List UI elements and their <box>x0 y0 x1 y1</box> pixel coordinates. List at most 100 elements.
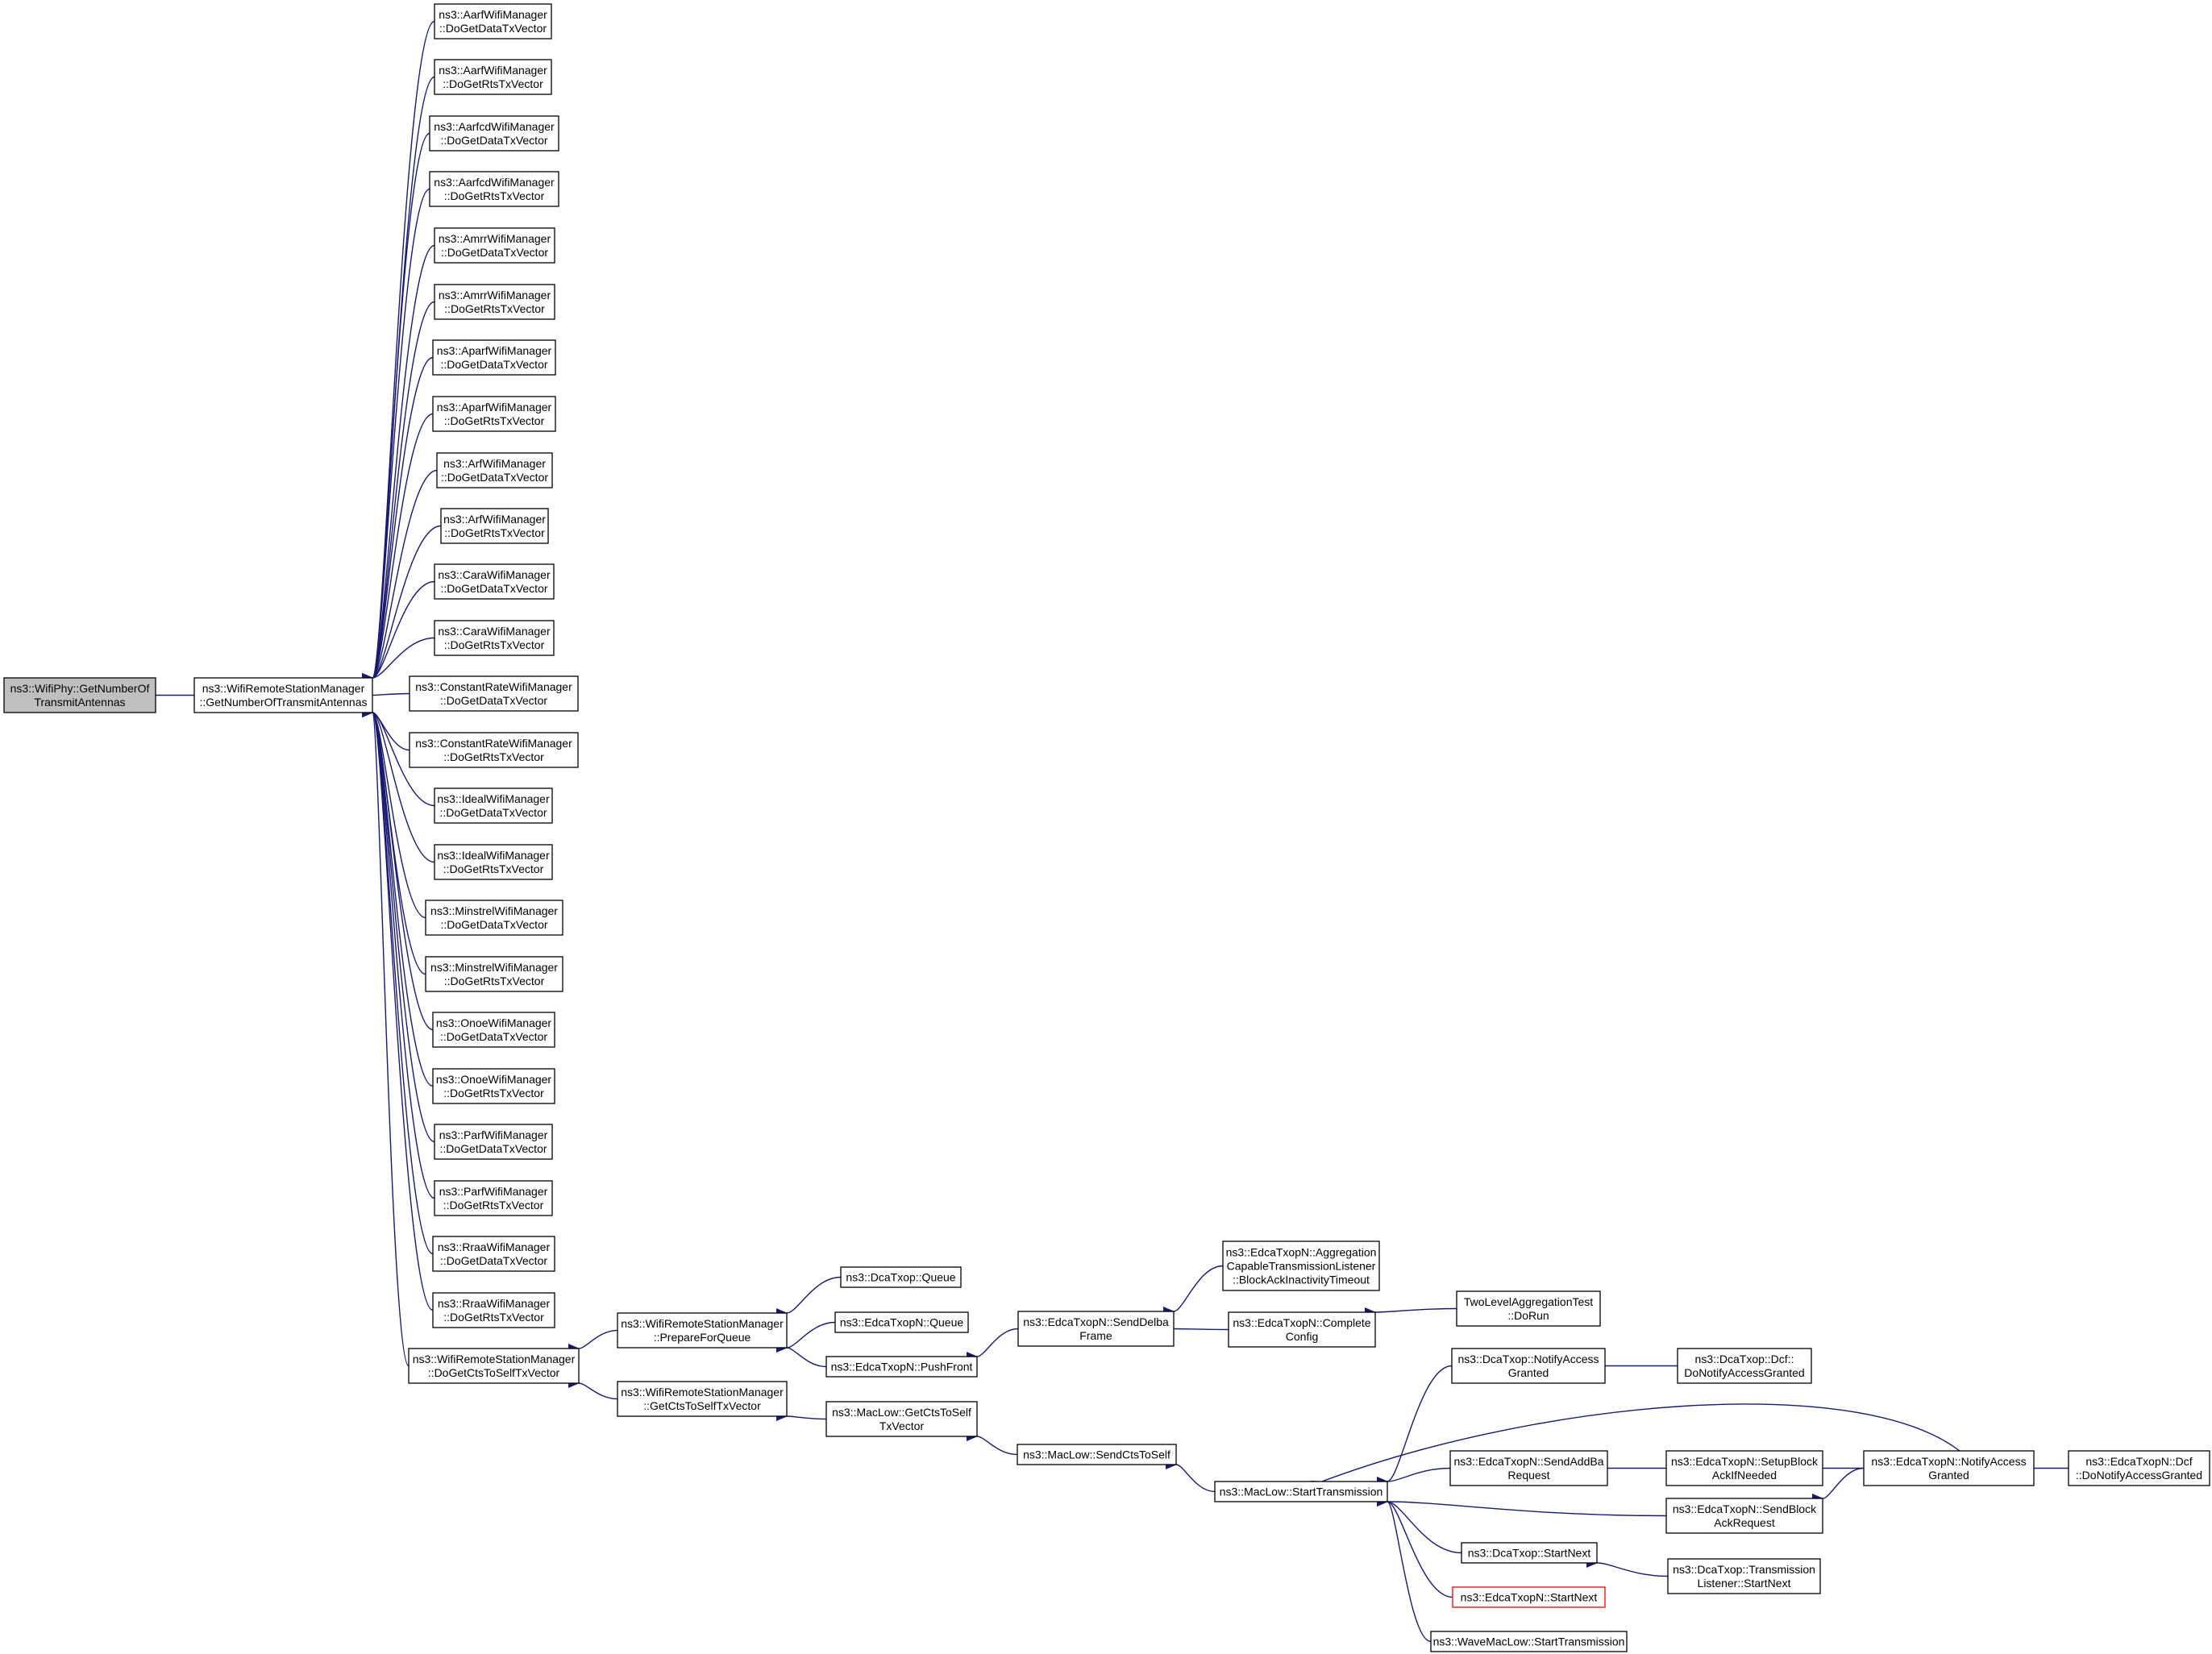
graph-node-aarfcd-rts[interactable]: ns3::AarfcdWifiManager::DoGetRtsTxVector <box>429 171 559 207</box>
node-box <box>425 900 563 936</box>
node-box <box>434 284 555 320</box>
graph-node-amrr-rts[interactable]: ns3::AmrrWifiManager::DoGetRtsTxVector <box>434 284 555 320</box>
node-label-line: ::DoGetRtsTxVector <box>443 750 544 763</box>
graph-node-edca-pushfront[interactable]: ns3::EdcaTxopN::PushFront <box>825 1356 978 1378</box>
call-edge-aarfcd_rts-to-wrsm_getnta <box>361 188 430 684</box>
node-label-line: ::DoGetDataTxVector <box>439 806 547 819</box>
node-label-line: ns3::DcaTxop::NotifyAccess <box>1457 1353 1599 1365</box>
node-box <box>425 956 563 992</box>
node-label-line: ::DoGetRtsTxVector <box>444 638 545 651</box>
graph-node-rraa-rts[interactable]: ns3::RraaWifiManager::DoGetRtsTxVector <box>432 1292 555 1328</box>
graph-node-edca-aggr-timeout[interactable]: ns3::EdcaTxopN::AggregationCapableTransm… <box>1222 1240 1380 1291</box>
node-label-line: ns3::EdcaTxopN::NotifyAccess <box>1871 1455 2026 1468</box>
node-label-line: ns3::WifiRemoteStationManager <box>202 682 365 695</box>
graph-node-onoe-data[interactable]: ns3::OnoeWifiManager::DoGetDataTxVector <box>432 1012 555 1048</box>
node-box <box>436 452 553 488</box>
call-edge-aarf_data-to-wrsm_getnta <box>361 20 435 684</box>
node-label-line: TransmitAntennas <box>34 696 125 709</box>
node-box <box>434 620 555 656</box>
call-edge-edca_sendaddba-to-maclow_start <box>1376 1467 1451 1487</box>
node-label-line: DoNotifyAccessGranted <box>1684 1366 1804 1379</box>
graph-node-wrsm-docts[interactable]: ns3::WifiRemoteStationManager::DoGetCtsT… <box>408 1348 580 1384</box>
node-box <box>825 1356 978 1378</box>
node-label-line: ::DoGetDataTxVector <box>441 246 548 259</box>
call-edge-maclow_sendcts-to-maclow_getcts <box>966 1431 1018 1456</box>
call-edge-dca_translistener-to-dca_startnext <box>1586 1557 1669 1577</box>
call-edge-arf_rts-to-wrsm_getnta <box>361 525 442 684</box>
graph-node-edca-dcf-notify[interactable]: ns3::EdcaTxopN::Dcf::DoNotifyAccessGrant… <box>2068 1450 2210 1486</box>
graph-node-rraa-data[interactable]: ns3::RraaWifiManager::DoGetDataTxVector <box>432 1236 555 1272</box>
graph-node-arf-data[interactable]: ns3::ArfWifiManager::DoGetDataTxVector <box>436 452 553 488</box>
graph-node-amrr-data[interactable]: ns3::AmrrWifiManager::DoGetDataTxVector <box>434 227 555 264</box>
graph-node-aparf-data[interactable]: ns3::AparfWifiManager::DoGetDataTxVector <box>432 339 556 376</box>
graph-node-dca-dcf-notify[interactable]: ns3::DcaTxop::Dcf::DoNotifyAccessGranted <box>1677 1348 1812 1384</box>
node-box <box>825 1401 978 1437</box>
graph-node-cara-rts[interactable]: ns3::CaraWifiManager::DoGetRtsTxVector <box>434 620 555 656</box>
graph-node-cara-data[interactable]: ns3::CaraWifiManager::DoGetDataTxVector <box>434 563 555 600</box>
graph-node-twolevel[interactable]: TwoLevelAggregationTest::DoRun <box>1456 1290 1601 1327</box>
graph-node-const-rts[interactable]: ns3::ConstantRateWifiManager::DoGetRtsTx… <box>409 732 579 768</box>
node-box <box>1228 1311 1376 1348</box>
call-edge-cara_data-to-wrsm_getnta <box>361 580 435 684</box>
graph-node-aarfcd-data[interactable]: ns3::AarfcdWifiManager::DoGetDataTxVecto… <box>429 115 559 152</box>
graph-node-dca-startnext[interactable]: ns3::DcaTxop::StartNext <box>1461 1542 1598 1564</box>
graph-node-dca-notify[interactable]: ns3::DcaTxop::NotifyAccessGranted <box>1451 1348 1606 1384</box>
call-edge-rraa_rts-to-wrsm_getnta <box>361 707 434 1311</box>
node-label-line: ns3::WaveMacLow::StartTransmission <box>1433 1635 1625 1648</box>
call-edge-const_data-to-wrsm_getnta <box>361 690 410 700</box>
node-label-line: ns3::MinstrelWifiManager <box>430 904 558 917</box>
node-label-line: ::DoGetDataTxVector <box>440 582 547 595</box>
node-box <box>1665 1498 1823 1534</box>
node-box <box>429 115 559 152</box>
node-label-line: ns3::EdcaTxopN::SetupBlock <box>1671 1455 1819 1468</box>
node-label-line: CapableTransmissionListener <box>1227 1260 1376 1273</box>
call-edge-wrsm_getcts-to-wrsm_docts <box>568 1378 618 1400</box>
node-box <box>3 677 156 713</box>
graph-node-wave-start[interactable]: ns3::WaveMacLow::StartTransmission <box>1430 1631 1628 1652</box>
node-label-line: ::DoGetDataTxVector <box>440 358 547 371</box>
graph-node-edca-startnext[interactable]: ns3::EdcaTxopN::StartNext <box>1452 1586 1606 1608</box>
graph-node-aparf-rts[interactable]: ns3::AparfWifiManager::DoGetRtsTxVector <box>432 396 556 432</box>
graph-node-aarf-rts[interactable]: ns3::AarfWifiManager::DoGetRtsTxVector <box>434 59 552 95</box>
node-box <box>408 1348 580 1384</box>
node-label-line: ns3::EdcaTxopN::SendDelba <box>1023 1315 1169 1328</box>
graph-node-wrsm-getcts[interactable]: ns3::WifiRemoteStationManager::GetCtsToS… <box>617 1381 788 1417</box>
call-edge-ideal_data-to-wrsm_getnta <box>361 707 435 807</box>
graph-node-edca-queue[interactable]: ns3::EdcaTxopN::Queue <box>834 1311 969 1333</box>
graph-node-dca-translistener[interactable]: ns3::DcaTxop::TransmissionListener::Star… <box>1667 1558 1821 1594</box>
node-label-line: TxVector <box>879 1419 925 1432</box>
graph-node-maclow-getcts[interactable]: ns3::MacLow::GetCtsToSelfTxVector <box>825 1401 978 1437</box>
graph-node-const-data[interactable]: ns3::ConstantRateWifiManager::DoGetDataT… <box>409 675 579 712</box>
graph-node-root[interactable]: ns3::WifiPhy::GetNumberOfTransmitAntenna… <box>3 677 156 713</box>
graph-node-maclow-start[interactable]: ns3::MacLow::StartTransmission <box>1214 1481 1388 1502</box>
graph-node-arf-rts[interactable]: ns3::ArfWifiManager::DoGetRtsTxVector <box>440 508 549 544</box>
graph-node-onoe-rts[interactable]: ns3::OnoeWifiManager::DoGetRtsTxVector <box>432 1068 555 1104</box>
call-edge-dca_queue-to-wrsm_prepare <box>775 1276 842 1319</box>
graph-node-minstrel-rts[interactable]: ns3::MinstrelWifiManager::DoGetRtsTxVect… <box>425 956 563 992</box>
graph-node-dca-queue[interactable]: ns3::DcaTxop::Queue <box>840 1266 962 1288</box>
graph-node-maclow-sendcts[interactable]: ns3::MacLow::SendCtsToSelf <box>1017 1444 1177 1465</box>
graph-node-ideal-rts[interactable]: ns3::IdealWifiManager::DoGetRtsTxVector <box>434 844 553 880</box>
graph-node-parf-data[interactable]: ns3::ParfWifiManager::DoGetDataTxVector <box>434 1124 553 1160</box>
node-label-line: ns3::AmrrWifiManager <box>439 232 551 245</box>
graph-node-aarf-data[interactable]: ns3::AarfWifiManager::DoGetDataTxVector <box>434 3 552 39</box>
graph-node-wrsm-prepare[interactable]: ns3::WifiRemoteStationManager::PrepareFo… <box>617 1312 788 1349</box>
graph-node-minstrel-data[interactable]: ns3::MinstrelWifiManager::DoGetDataTxVec… <box>425 900 563 936</box>
graph-node-edca-notify[interactable]: ns3::EdcaTxopN::NotifyAccessGranted <box>1863 1450 2035 1486</box>
node-label-line: ::DoGetRtsTxVector <box>444 975 545 987</box>
node-box <box>432 339 556 376</box>
call-edge-aparf_data-to-wrsm_getnta <box>361 356 434 684</box>
graph-node-wrsm-getnta[interactable]: ns3::WifiRemoteStationManager::GetNumber… <box>193 677 373 713</box>
graph-node-ideal-data[interactable]: ns3::IdealWifiManager::DoGetDataTxVector <box>434 788 553 824</box>
node-label-line: Frame <box>1079 1329 1112 1342</box>
node-box <box>434 3 552 39</box>
node-box <box>409 675 579 712</box>
graph-node-parf-rts[interactable]: ns3::ParfWifiManager::DoGetRtsTxVector <box>434 1180 553 1216</box>
node-label-line: ns3::DcaTxop::StartNext <box>1468 1547 1591 1560</box>
node-label-line: ::DoGetDataTxVector <box>439 1142 547 1155</box>
